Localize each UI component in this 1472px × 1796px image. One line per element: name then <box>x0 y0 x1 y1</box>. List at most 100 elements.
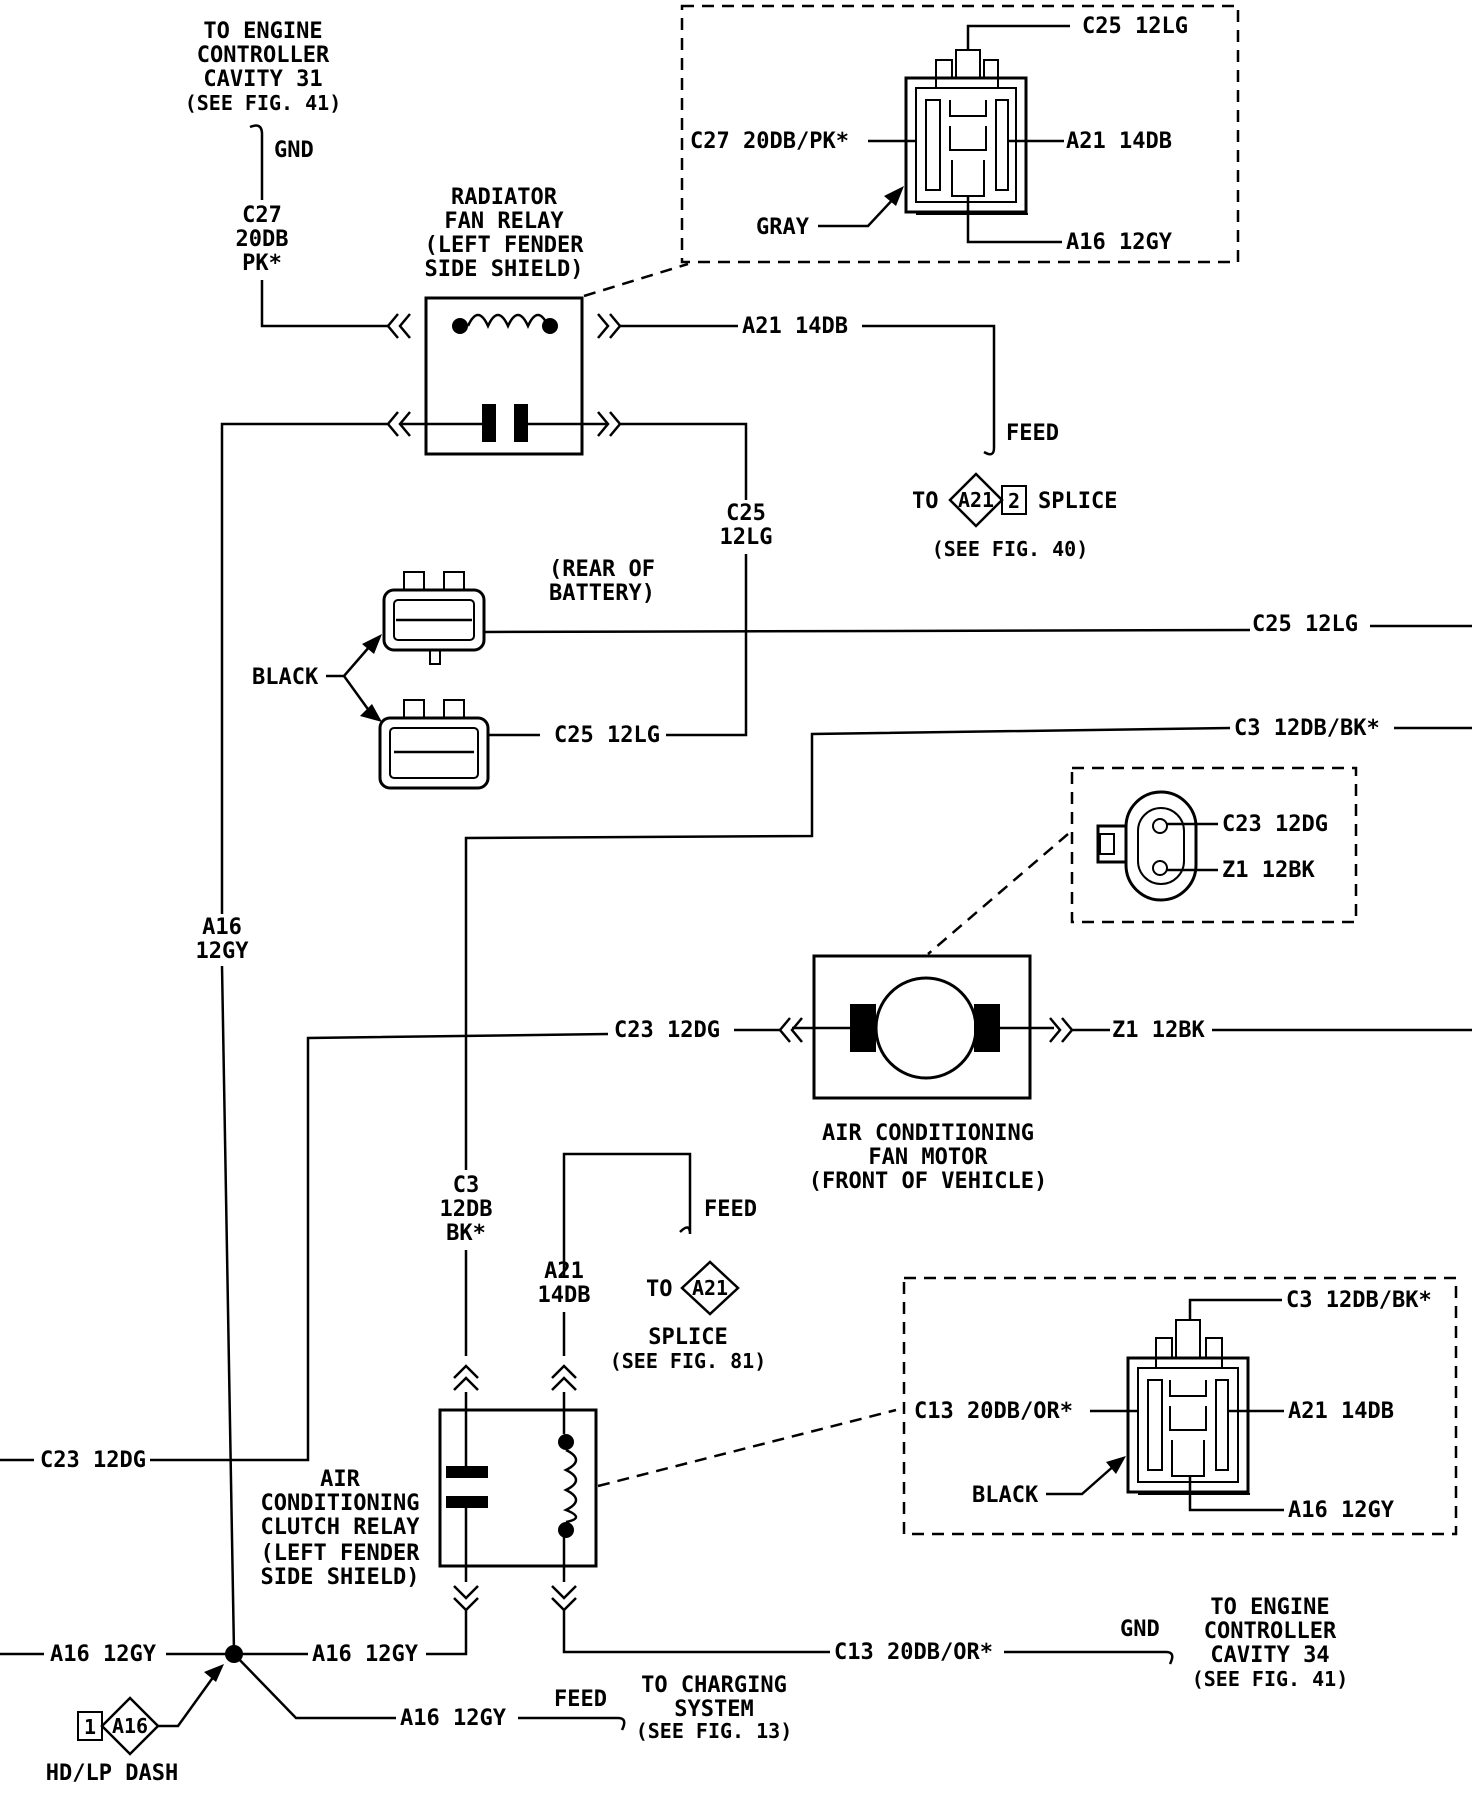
hd-lp-dash-connector: 1 A16 HD/LP DASH <box>46 1696 178 1786</box>
c27-label-1: C27 <box>242 203 282 228</box>
ref34-line-3: CAVITY 34 <box>1210 1643 1329 1668</box>
battery-connector-lower <box>378 699 490 790</box>
c3-right-label: C3 12DB/BK* <box>1234 716 1380 741</box>
clutch-relay-coil <box>562 1448 578 1524</box>
charging-line-1: TO CHARGING <box>641 1673 787 1698</box>
c3-vertical-label-2: 12DB <box>440 1197 493 1222</box>
a16-vertical-label-2: 12GY <box>196 939 250 964</box>
motor-chevron-right <box>1049 1017 1074 1043</box>
splice-mid-prefix: TO <box>646 1277 673 1302</box>
fan-conn-top-label: C25 12LG <box>1082 14 1188 39</box>
a16-to-charging-label: A16 12GY <box>400 1706 507 1731</box>
c23-wire <box>150 1032 609 1462</box>
hd-lp-num: 1 <box>84 1715 96 1739</box>
a21-clutch-label-2: 14DB <box>538 1283 591 1308</box>
clutch-conn-top-lead <box>1188 1298 1282 1320</box>
bat-conn-upper-inner <box>393 599 475 641</box>
ref34-line-4: (SEE FIG. 41) <box>1192 1667 1349 1691</box>
engine-controller-31-ref: TO ENGINE CONTROLLER CAVITY 31 (SEE FIG.… <box>185 19 342 115</box>
c3-vertical-label-3: BK* <box>446 1221 486 1246</box>
a16-wire-lower <box>220 965 236 1653</box>
clutch-conn-body <box>1126 1356 1250 1494</box>
clutch-conn-color-arrow <box>1046 1463 1117 1496</box>
clutch-chevron-bottom-left <box>453 1585 479 1612</box>
radiator-fan-relay-label: RADIATOR FAN RELAY (LEFT FENDER SIDE SHI… <box>425 185 585 282</box>
splice-top-num: 2 <box>1008 489 1020 513</box>
splice-top-id: A21 <box>958 488 994 512</box>
engine-controller-34-ref: TO ENGINE CONTROLLER CAVITY 34 (SEE FIG.… <box>1192 1595 1349 1691</box>
bat-conn-lower-tabs <box>403 699 465 718</box>
fan-relay-label-2: FAN RELAY <box>444 209 564 234</box>
splice-a21-mid: TO A21 SPLICE (SEE FIG. 81) <box>610 1260 767 1373</box>
a21-wire-right <box>862 324 996 456</box>
ref-line-3: CAVITY 31 <box>203 67 322 92</box>
clutch-conn-left-label: C13 20DB/OR* <box>914 1399 1073 1424</box>
fan-relay-connector-view <box>904 49 1028 215</box>
fan-conn-bottom-lead <box>966 196 1062 244</box>
motor-conn-pin-2 <box>1152 860 1168 876</box>
c25-vertical-label-2: 12LG <box>720 525 773 550</box>
a21-clutch-label-1: A21 <box>544 1259 584 1284</box>
motor-conn-top-label: C23 12DG <box>1222 812 1328 837</box>
clutch-conn-inner <box>1137 1367 1239 1483</box>
splice-top-see: (SEE FIG. 40) <box>932 537 1089 561</box>
fan-relay-label-1: RADIATOR <box>451 185 558 210</box>
fan-conn-color-arrowhead <box>884 186 904 206</box>
motor-conn-pin-1 <box>1152 818 1168 834</box>
clutch-chevron-top-left <box>453 1364 479 1391</box>
ref-line-4: (SEE FIG. 41) <box>185 91 342 115</box>
clutch-contact-bottom <box>446 1496 488 1508</box>
c25-lower-label: C25 12LG <box>554 723 660 748</box>
c13-label: C13 20DB/OR* <box>834 1640 993 1665</box>
fan-motor-connector-callout <box>1070 766 1358 924</box>
radiator-fan-relay <box>386 296 622 456</box>
charging-line-2: SYSTEM <box>674 1697 753 1722</box>
conn-latch <box>955 49 981 79</box>
c13-wire-left <box>562 1610 830 1654</box>
clutch-relay-connector-view <box>1126 1319 1250 1495</box>
fan-motor-callout-line <box>927 833 1069 955</box>
splice-a21-top: TO A21 2 SPLICE (SEE FIG. 40) <box>912 472 1117 561</box>
fan-relay-callout-line <box>583 262 689 298</box>
z1-motor-label: Z1 12BK <box>1112 1018 1205 1043</box>
clutch-conn-right-label: A21 14DB <box>1288 1399 1394 1424</box>
c23-left-label: C23 12DG <box>40 1448 146 1473</box>
coil-terminal-left <box>452 318 468 334</box>
gnd-wire-top <box>249 124 264 200</box>
clutch-relay-callout-line <box>597 1408 897 1488</box>
motor-chevron-left <box>778 1017 803 1043</box>
motor-conn-inner <box>1137 807 1185 885</box>
hd-lp-id: A16 <box>112 1714 148 1738</box>
splice-mid-id: A21 <box>692 1276 728 1300</box>
clutch-conn-cavities-center <box>1169 1380 1207 1477</box>
fan-conn-color-arrow <box>818 195 897 228</box>
gnd-label-bottom: GND <box>1120 1617 1160 1642</box>
bat-conn-upper-tabs <box>403 571 465 590</box>
clutch-conn-color-label: BLACK <box>972 1483 1039 1508</box>
fan-motor-brush-right <box>974 1004 1000 1052</box>
ref34-line-2: CONTROLLER <box>1204 1619 1337 1644</box>
c23-motor-label: C23 12DG <box>614 1018 720 1043</box>
c27-label-2: 20DB <box>236 227 289 252</box>
c25-wire-upper <box>620 422 748 500</box>
clutch-conn-latch <box>1175 1319 1201 1359</box>
ac-fan-motor <box>778 954 1074 1100</box>
fan-conn-left-label: C27 20DB/PK* <box>690 129 849 154</box>
contact-right <box>514 404 528 442</box>
c25-right-wire <box>483 628 1251 634</box>
fan-motor-label-2: FAN MOTOR <box>868 1145 988 1170</box>
clutch-conn-bottom-lead <box>1188 1476 1284 1512</box>
ac-fan-motor-label: AIR CONDITIONING FAN MOTOR (FRONT OF VEH… <box>809 1121 1047 1194</box>
battery-label-2: BATTERY) <box>549 581 655 606</box>
clutch-conn-tabs <box>1155 1337 1223 1368</box>
chevron-left-top <box>386 313 411 339</box>
battery-arrowhead-upper <box>362 634 382 654</box>
fan-conn-bottom-label: A16 12GY <box>1066 230 1173 255</box>
fan-motor-brush-left <box>850 1004 876 1052</box>
splice-mid-see: (SEE FIG. 81) <box>610 1349 767 1373</box>
clutch-conn-bottom-label: A16 12GY <box>1288 1498 1395 1523</box>
a21-fan-relay-label: A21 14DB <box>742 314 848 339</box>
c3-wire <box>464 726 1231 1170</box>
ref-line-1: TO ENGINE <box>203 19 322 44</box>
